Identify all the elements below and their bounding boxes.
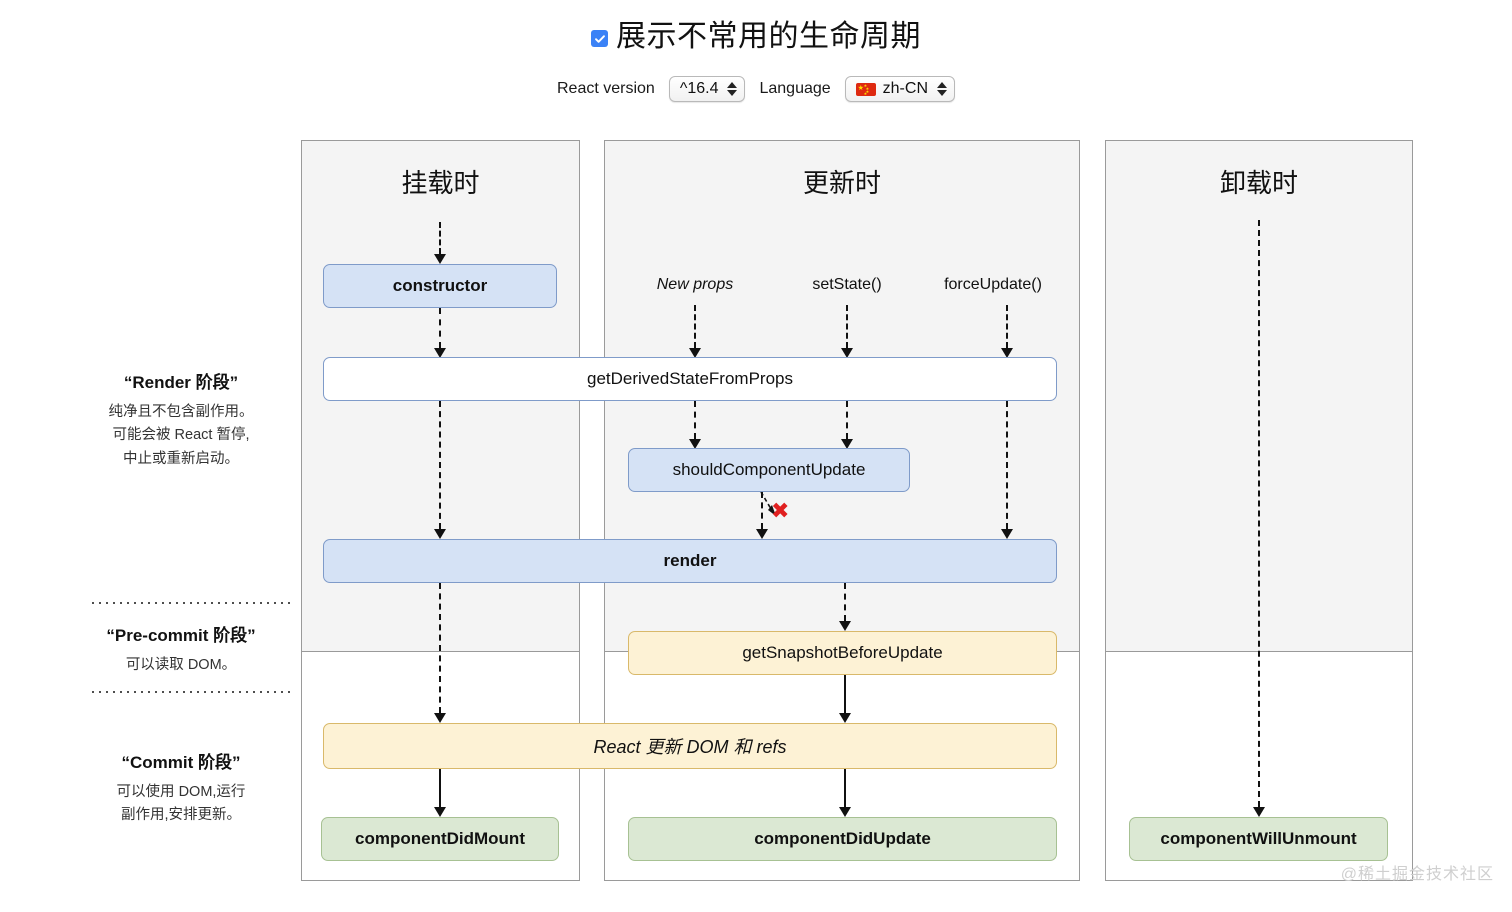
box-constructor[interactable]: constructor — [323, 264, 557, 308]
language-select[interactable]: ★★★★★ zh-CN — [844, 76, 955, 102]
arrow-gdsfp-to-scu-left — [688, 401, 702, 449]
column-mounting-title: 挂载时 — [401, 168, 480, 198]
phase-title: “Pre-commit 阶段” — [106, 626, 256, 645]
arrow-gdsfp-to-scu-right — [840, 401, 854, 449]
arrow-gsbu-to-dom — [838, 675, 852, 723]
phase-desc: 可以使用 DOM,运行 副作用,安排更新。 — [60, 781, 302, 828]
arrow-render-to-gsbu — [838, 583, 852, 631]
phase-desc-line: 可以读取 DOM。 — [125, 657, 237, 673]
phase-pre-commit: “Pre-commit 阶段” 可以读取 DOM。 — [60, 621, 302, 677]
phase-desc-line: 可能会被 React 暂停, — [112, 427, 250, 444]
box-get-snapshot-before-update[interactable]: getSnapshotBeforeUpdate — [628, 631, 1057, 675]
phase-render: “Render 阶段” 纯净且不包含副作用。 可能会被 React 暂停, 中止… — [60, 368, 302, 471]
skip-render-x-icon: ✖ — [771, 499, 790, 524]
arrow-gdsfp-to-render-mount — [433, 401, 447, 539]
react-version-select[interactable]: ^16.4 — [668, 76, 746, 102]
page-title-row: 展示不常用的生命周期 — [0, 20, 1512, 53]
phase-divider — [92, 691, 290, 693]
arrow-force-update-to-gdsfp — [1000, 305, 1014, 358]
trigger-set-state: setState() — [812, 276, 882, 293]
box-component-did-update[interactable]: componentDidUpdate — [628, 817, 1057, 861]
phase-desc-line: 副作用,安排更新。 — [120, 807, 242, 824]
arrow-scu-skip-branch — [760, 491, 776, 516]
phase-desc: 可以读取 DOM。 — [60, 654, 302, 677]
box-react-updates-dom[interactable]: React 更新 DOM 和 refs — [323, 723, 1057, 769]
arrow-scu-to-render — [755, 492, 769, 539]
trigger-force-update: forceUpdate() — [944, 276, 1042, 293]
phase-desc-line: 中止或重新启动。 — [123, 450, 239, 467]
arrow-gdsfp-to-render-force — [1000, 401, 1014, 539]
arrow-render-to-dom-mount — [433, 583, 447, 723]
stepper-updown-icon — [727, 82, 738, 96]
arrow-new-props-to-gdsfp — [688, 305, 702, 358]
phase-desc: 纯净且不包含副作用。 可能会被 React 暂停, 中止或重新启动。 — [60, 401, 302, 471]
arrow-mount-to-constructor — [433, 222, 447, 264]
phase-desc-line: 可以使用 DOM,运行 — [116, 784, 246, 800]
box-get-derived-state-from-props[interactable]: getDerivedStateFromProps — [323, 357, 1057, 401]
arrow-set-state-to-gdsfp — [840, 305, 854, 358]
phase-commit: “Commit 阶段” 可以使用 DOM,运行 副作用,安排更新。 — [60, 748, 302, 828]
stepper-updown-icon — [937, 82, 947, 96]
react-version-value: ^16.4 — [679, 80, 719, 97]
phase-divider — [92, 602, 290, 604]
language-value: zh-CN — [882, 80, 928, 97]
column-updating-title: 更新时 — [802, 168, 881, 198]
arrow-dom-to-component-did-update — [838, 769, 852, 817]
column-unmounting-title: 卸载时 — [1219, 168, 1298, 198]
trigger-new-props: New props — [656, 276, 734, 293]
box-should-component-update[interactable]: shouldComponentUpdate — [628, 448, 910, 492]
phase-title: “Commit 阶段” — [121, 753, 241, 772]
react-version-label: React version — [556, 80, 655, 97]
show-uncommon-lifecycles-checkbox[interactable] — [591, 30, 608, 47]
controls-row: React version ^16.4 Language ★★★★★ zh-CN — [0, 76, 1512, 102]
box-render[interactable]: render — [323, 539, 1057, 583]
arrow-dom-to-component-did-mount — [433, 769, 447, 817]
language-label: Language — [759, 80, 831, 97]
arrow-constructor-to-gdsfp — [433, 308, 447, 358]
arrow-unmount-to-component-will-unmount — [1252, 220, 1266, 817]
page-title: 展示不常用的生命周期 — [616, 20, 921, 53]
phase-title: “Render 阶段” — [123, 373, 239, 392]
phase-desc-line: 纯净且不包含副作用。 — [108, 404, 254, 420]
box-component-will-unmount[interactable]: componentWillUnmount — [1129, 817, 1388, 861]
flag-cn-icon: ★★★★★ — [855, 82, 876, 96]
check-icon — [594, 34, 605, 43]
box-component-did-mount[interactable]: componentDidMount — [321, 817, 559, 861]
watermark: @稀土掘金技术社区 — [1340, 866, 1494, 883]
